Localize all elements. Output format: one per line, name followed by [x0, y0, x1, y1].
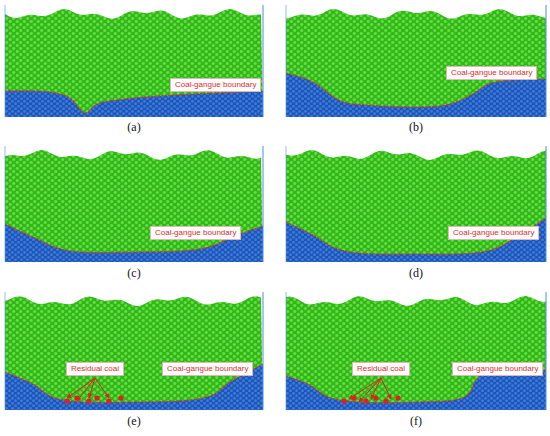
coal-particles — [5, 150, 263, 262]
residual-particle — [373, 395, 378, 400]
annotation-text: Coal-gangue boundary — [167, 364, 248, 374]
label-box: Coal-gangue boundary — [448, 226, 539, 240]
container-wall — [546, 292, 547, 410]
boundary-line — [286, 218, 546, 254]
residual-particle — [106, 398, 111, 403]
residual-particle — [64, 398, 69, 403]
leader-arrow — [89, 378, 95, 398]
label-box: Residual coal — [352, 362, 410, 376]
label-box: Coal-gangue boundary — [170, 78, 261, 92]
boundary-line — [5, 91, 263, 113]
panel-caption: (b) — [409, 120, 423, 135]
residual-particle — [94, 395, 99, 400]
label-box: Coal-gangue boundary — [446, 66, 537, 80]
leader-arrow — [359, 378, 381, 402]
gangue-particles — [5, 364, 263, 410]
boundary-line — [5, 364, 263, 402]
leader-arrow — [77, 378, 95, 401]
coal-particles — [5, 9, 263, 117]
simulation-panel — [286, 5, 546, 117]
annotation-text: Coal-gangue boundary — [453, 228, 534, 238]
leader-arrow — [381, 378, 391, 399]
container-wall — [286, 292, 287, 410]
container-wall — [546, 146, 547, 262]
residual-particle — [86, 398, 91, 403]
residual-particle — [363, 398, 368, 403]
simulation-panel — [5, 146, 263, 262]
container-wall — [286, 146, 287, 262]
panel-caption: (d) — [409, 266, 423, 281]
panel-caption: (a) — [127, 120, 140, 135]
container-wall — [5, 146, 6, 262]
container-wall — [5, 5, 6, 117]
residual-particle — [383, 398, 388, 403]
gangue-particles — [286, 218, 546, 262]
panel-caption: (f) — [410, 414, 422, 429]
label-box: Residual coal — [66, 362, 124, 376]
container-wall — [286, 5, 287, 117]
coal-particles — [286, 296, 546, 410]
annotation-text: Coal-gangue boundary — [457, 364, 538, 374]
annotation-text: Coal-gangue boundary — [175, 80, 256, 90]
container-wall — [263, 5, 264, 117]
label-box: Coal-gangue boundary — [452, 362, 543, 376]
boundary-line — [5, 224, 263, 253]
coal-particles — [286, 9, 546, 117]
annotation-text: Residual coal — [71, 364, 119, 374]
panel-caption: (c) — [127, 266, 140, 281]
gangue-particles — [5, 91, 263, 117]
leader-arrow — [95, 378, 109, 398]
coal-particles — [5, 296, 263, 410]
simulation-panel — [5, 292, 263, 410]
leader-arrow — [67, 378, 95, 398]
container-wall — [263, 292, 264, 410]
leader-arrow — [371, 378, 381, 399]
annotation-text: Coal-gangue boundary — [451, 68, 532, 78]
gangue-particles — [5, 224, 263, 262]
simulation-panel — [286, 292, 546, 410]
residual-particle — [341, 398, 346, 403]
annotation-text: Coal-gangue boundary — [155, 228, 236, 238]
container-wall — [546, 5, 547, 117]
label-box: Coal-gangue boundary — [162, 362, 253, 376]
simulation-panel — [286, 146, 546, 262]
panel-caption: (e) — [127, 414, 140, 429]
container-wall — [5, 292, 6, 410]
label-box: Coal-gangue boundary — [150, 226, 241, 240]
simulation-panel — [5, 5, 263, 117]
residual-particle — [395, 395, 400, 400]
residual-particle — [118, 395, 123, 400]
coal-particles — [286, 150, 546, 262]
container-wall — [263, 146, 264, 262]
annotation-text: Residual coal — [357, 364, 405, 374]
